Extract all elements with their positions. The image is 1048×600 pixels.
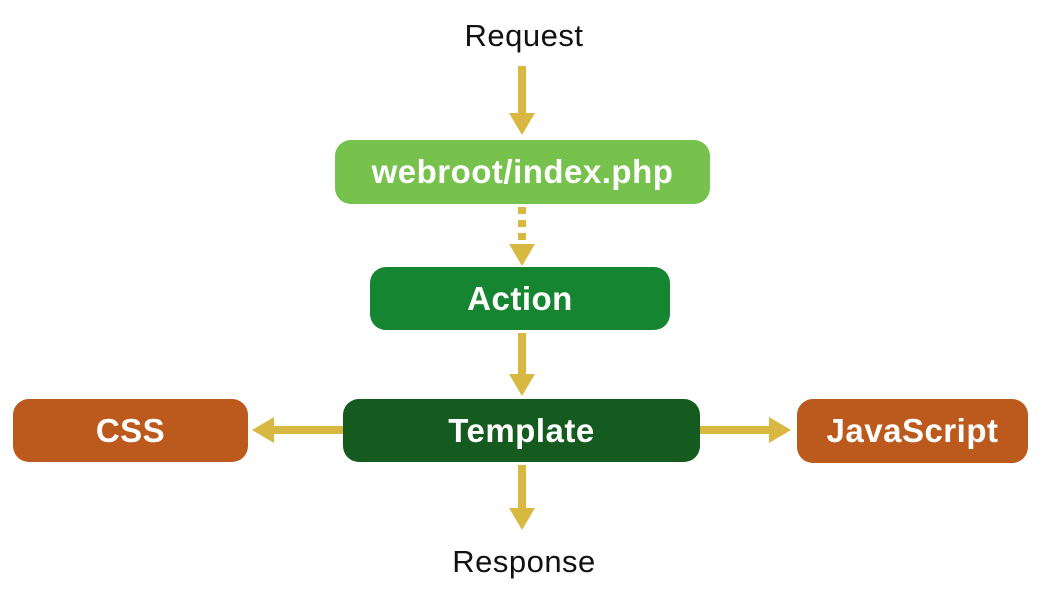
arrow-template-to-css-icon [252,417,343,443]
arrow-webroot-to-action-icon [509,207,535,266]
node-action: Action [370,267,670,330]
arrow-head-left-icon [252,417,274,443]
arrow-head-down-icon [509,508,535,530]
node-css: CSS [13,399,248,462]
node-template-label: Template [448,411,595,449]
arrow-shaft [518,465,526,508]
arrow-action-to-template-icon [509,333,535,396]
arrow-shaft [518,66,526,113]
arrow-shaft [518,333,526,374]
response-label: Response [452,544,596,579]
request-label: Request [464,18,584,53]
node-javascript-label: JavaScript [826,412,999,449]
arrow-template-to-javascript-icon [700,417,791,443]
node-template: Template [343,399,700,462]
node-css-label: CSS [95,411,166,449]
arrow-request-to-webroot-icon [509,66,535,135]
arrow-head-right-icon [769,417,791,443]
node-webroot-label: webroot/index.php [371,153,674,190]
arrow-head-down-icon [509,113,535,135]
node-action-label: Action [467,279,573,317]
node-webroot-index-php: webroot/index.php [335,140,710,204]
node-javascript: JavaScript [797,399,1028,463]
arrow-shaft-dotted [518,207,526,244]
arrow-head-down-icon [509,244,535,266]
arrow-shaft [274,426,343,434]
arrow-head-down-icon [509,374,535,396]
arrow-template-to-response-icon [509,465,535,530]
arrow-shaft [700,426,769,434]
